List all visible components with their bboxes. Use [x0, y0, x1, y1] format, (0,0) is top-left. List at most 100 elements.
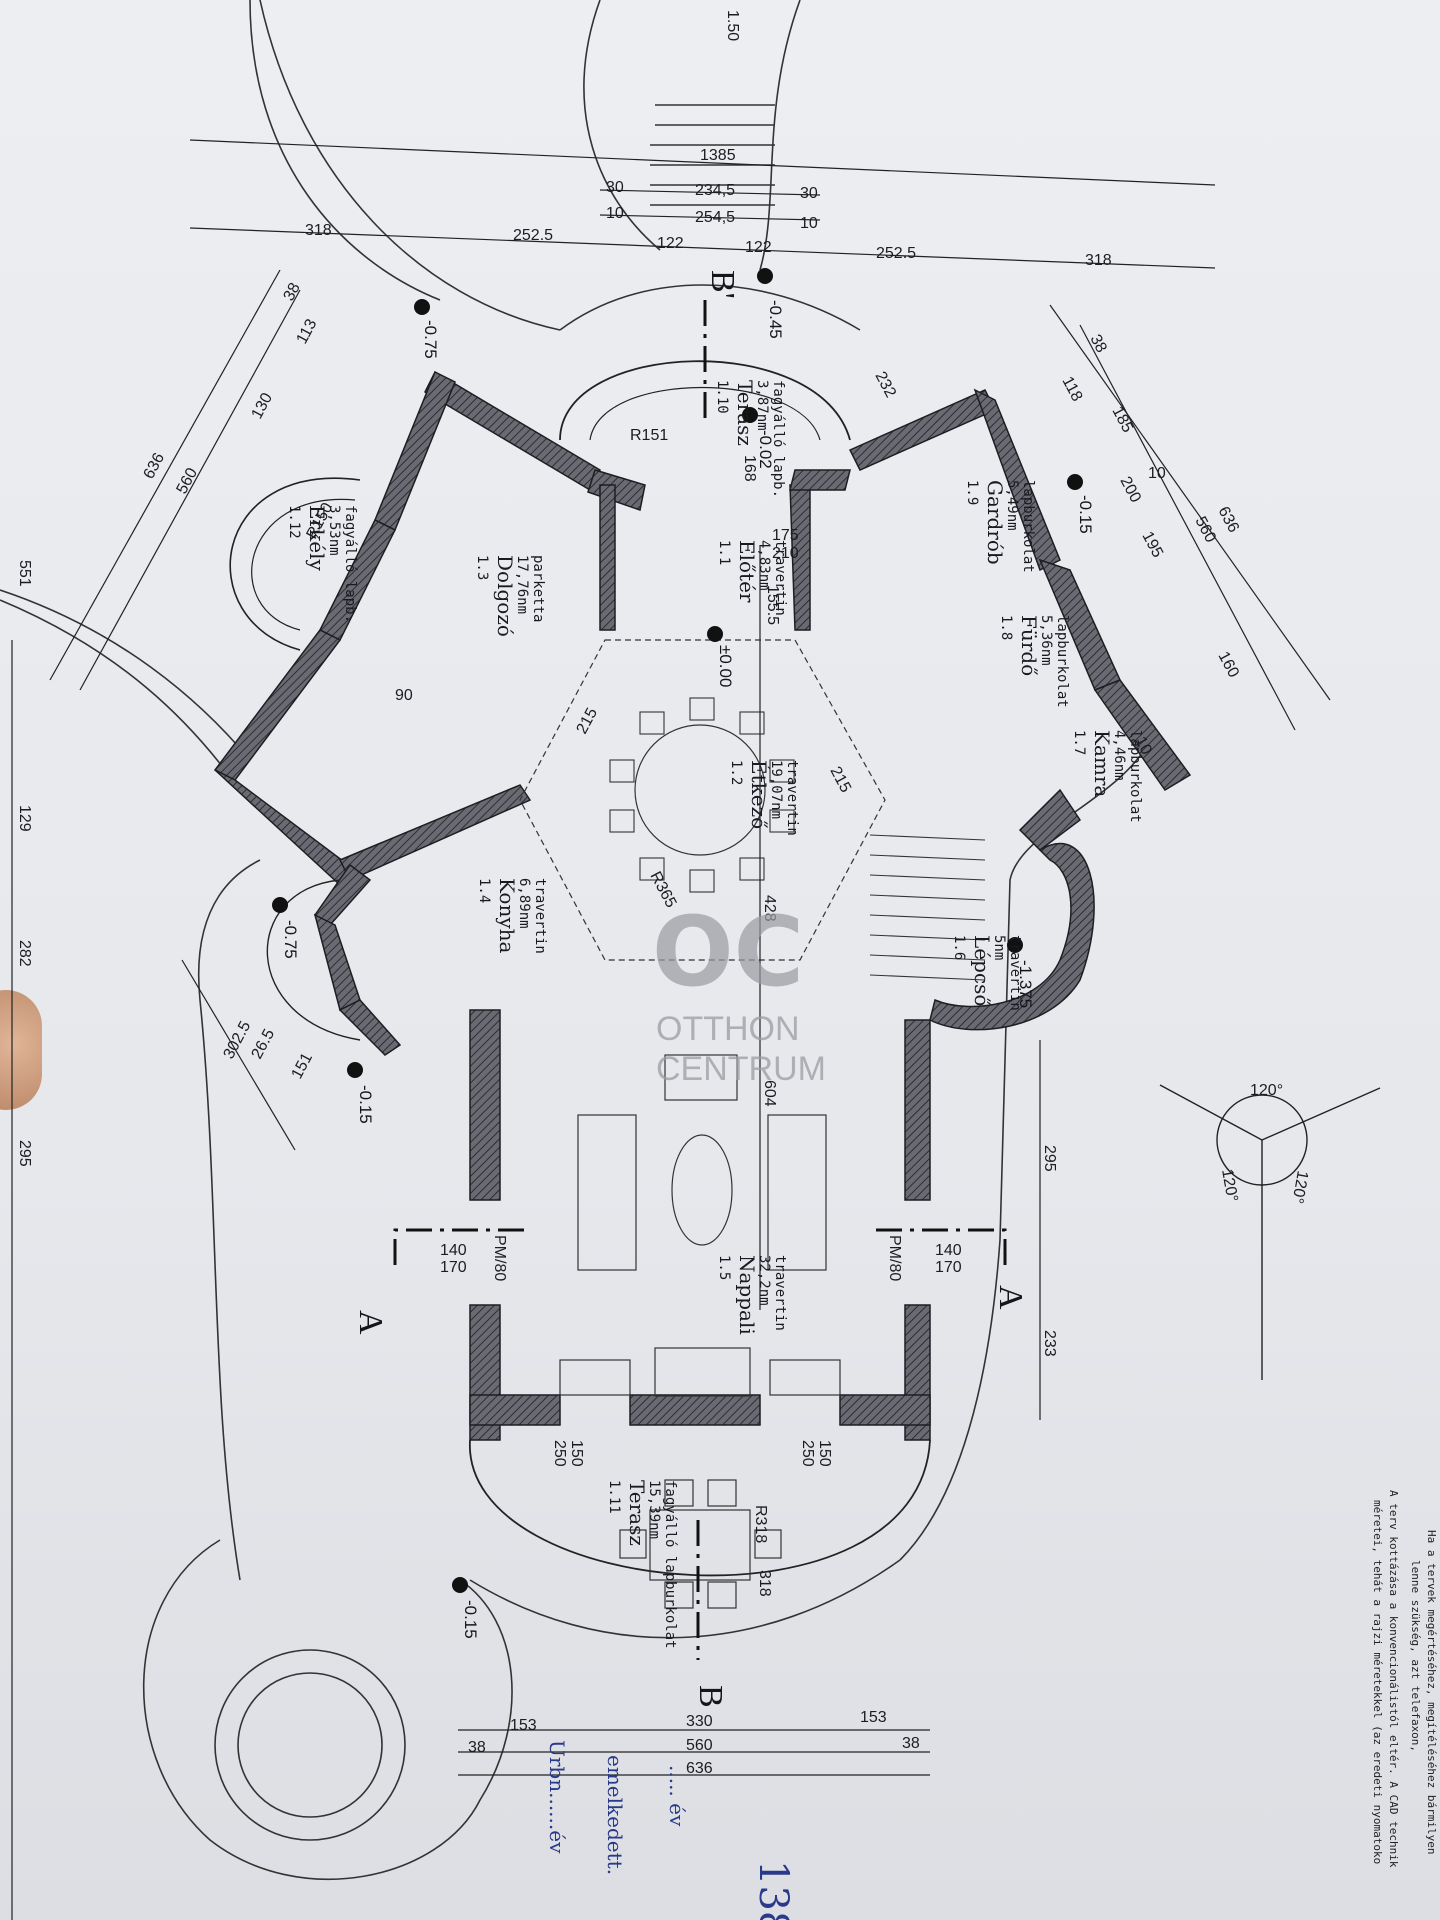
room-area-nappali: 32,2nm — [756, 1255, 772, 1306]
room-floor-konyha: travertin — [532, 878, 548, 954]
level-075b: -0.75 — [281, 920, 300, 959]
watermark-line1: OTTHON — [656, 1010, 800, 1048]
room-code-gardrob: 1.9 — [964, 480, 980, 505]
note-4: méretei, tehát a rajzi méretekkel (az er… — [1371, 1500, 1384, 1864]
note-3: A terv kottázása a konvencionálistól elt… — [1387, 1490, 1400, 1868]
level-045: -0.45 — [766, 300, 785, 339]
dim-129: 129 — [16, 805, 33, 832]
room-code-terrace-top: 1.10 — [714, 380, 730, 414]
dim-R318: R318 — [752, 1505, 769, 1543]
balcony-arc-inner — [251, 498, 356, 631]
section-a-left: A — [352, 1310, 389, 1335]
dim-left-560: 560 — [174, 465, 202, 497]
dim-233: 233 — [1041, 1330, 1058, 1357]
room-area-erkely: 3,53nm — [326, 505, 342, 556]
room-name-konyha: Konyha — [495, 878, 519, 954]
room-code-konyha: 1.4 — [476, 878, 492, 903]
inner-stair — [869, 834, 986, 981]
dim-151: 151 — [289, 1050, 317, 1082]
handwriting-3: ..... év — [665, 1765, 689, 1827]
angle-3: 120° — [1288, 1169, 1310, 1205]
room-name-kamra: Kamra — [1090, 730, 1114, 797]
room-name-nappali: Nappali — [735, 1255, 759, 1335]
level-015c: -0.15 — [461, 1600, 480, 1639]
room-floor-etkezo: travertin — [784, 760, 800, 836]
top-terrace-arc — [559, 360, 851, 441]
room-name-lepcso: Lépcső — [970, 935, 994, 1006]
room-area-terrace-bottom: 15,39nm — [646, 1480, 662, 1539]
watermark: OC OTTHON CENTRUM — [652, 896, 826, 1088]
dimension-lines — [11, 139, 1331, 1920]
handwriting-4: 138 — [750, 1860, 796, 1920]
dim-150-left: 150 — [568, 1440, 585, 1467]
dim-232: 232 — [871, 369, 899, 401]
dim-265: 26.5 — [249, 1026, 279, 1062]
dim-bottom-153-left: 153 — [510, 1717, 537, 1734]
dim-bottom-636: 636 — [686, 1760, 713, 1777]
section-a-right: A — [992, 1285, 1029, 1310]
room-area-eloter: 4,83nm — [756, 540, 772, 591]
dim-122-right: 122 — [745, 239, 772, 256]
living-furniture — [559, 1054, 841, 1397]
dim-252-left: 252.5 — [513, 227, 553, 244]
dim-left-38: 38 — [281, 280, 304, 304]
watermark-logo: OC — [652, 896, 804, 1008]
dim-left-113: 113 — [294, 316, 321, 347]
dim-top-total: 1385 — [700, 147, 736, 164]
dim-168: 168 — [741, 455, 758, 482]
dim-170-right: 170 — [935, 1259, 962, 1276]
dim-250-left: 250 — [551, 1440, 568, 1467]
room-floor-terrace-bottom: fagyálló lapburkolat — [662, 1480, 678, 1649]
section-marks: A A B' B — [352, 270, 1029, 1708]
dim-295-left: 295 — [16, 1140, 33, 1167]
dining-hexagon — [519, 639, 886, 961]
garden-paths — [0, 0, 1151, 1880]
room-area-kamra: 4,46nm — [1111, 730, 1127, 781]
room-code-erkely: 1.12 — [286, 505, 302, 539]
dim-90: 90 — [395, 687, 413, 704]
bottom-terrace-arc — [469, 1439, 931, 1577]
thumb — [0, 990, 42, 1110]
dim-bottom-38-left: 38 — [468, 1739, 486, 1756]
room-floor-eloter: travertin — [772, 540, 788, 616]
dim-R151: R151 — [630, 427, 668, 444]
room-code-lepcso: 1.6 — [951, 935, 967, 960]
dim-10-right: 10 — [800, 215, 818, 232]
dim-210: 210 — [772, 545, 799, 562]
level-015a: -0.15 — [1076, 495, 1095, 534]
dim-bottom-38-right: 38 — [902, 1735, 920, 1752]
dim-10-left: 10 — [606, 205, 624, 222]
room-name-furdo: Fürdő — [1017, 615, 1041, 676]
dim-318-right: 318 — [1085, 252, 1112, 269]
dining-table — [634, 724, 766, 856]
room-name-terrace-top: Terasz — [733, 380, 757, 446]
room-name-eloter: Előtér — [735, 540, 759, 603]
room-floor-nappali: travertin — [772, 1255, 788, 1331]
room-name-etkezo: Étkező — [747, 760, 771, 829]
section-b-bottom: B — [692, 1685, 729, 1708]
room-area-konyha: 6,89nm — [516, 878, 532, 929]
dim-150-top: 1.50 — [724, 10, 741, 41]
handwriting: emelkedett. Urbn......év ..... év 138 — [545, 1740, 796, 1920]
handwriting-2: Urbn......év — [545, 1740, 569, 1854]
dim-140-right: 140 — [935, 1242, 962, 1259]
level-075a: -0.75 — [421, 320, 440, 359]
room-code-eloter: 1.1 — [716, 540, 732, 565]
level-002: -0.02 — [756, 430, 775, 469]
top-terrace-arc-inner — [589, 387, 821, 441]
room-code-dolgozo: 1.3 — [474, 555, 490, 580]
dim-170-left: 170 — [440, 1259, 467, 1276]
dim-right-38: 38 — [1086, 332, 1109, 356]
level-000: ±0.00 — [716, 645, 735, 687]
note-2: lenne szükség, azt telefaxon, — [1409, 1560, 1422, 1752]
level-015b: -0.15 — [356, 1085, 375, 1124]
dim-122-left: 122 — [657, 235, 684, 252]
dim-right-10b: 10 — [1131, 734, 1154, 758]
dim-pm80-right: PM/80 — [886, 1235, 903, 1281]
kitchen-terrace-arc — [266, 879, 361, 1041]
dim-318-left: 318 — [305, 222, 332, 239]
room-area-terrace-top: 3,87nm — [754, 380, 770, 431]
room-area-lepcso: 5nm — [991, 935, 1007, 960]
room-floor-gardrob: lapburkolat — [1020, 480, 1036, 573]
